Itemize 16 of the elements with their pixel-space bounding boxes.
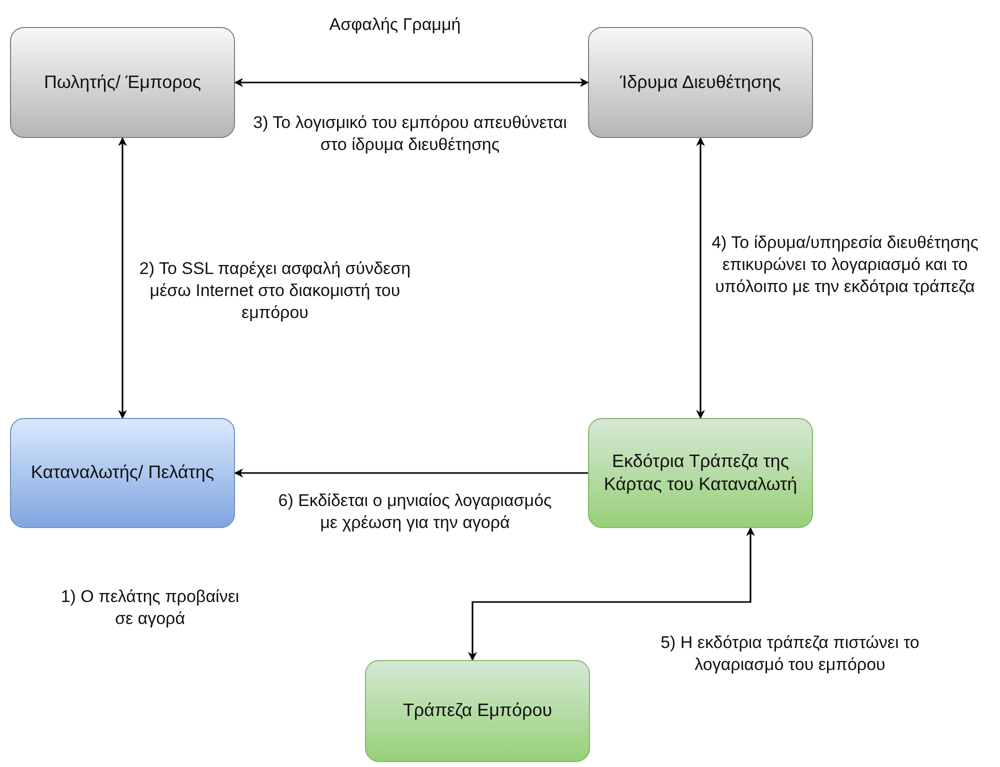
connection-label: Ασφαλής Γραμμή <box>328 14 462 36</box>
process-box: Καταναλωτής/ Πελάτης <box>10 418 235 528</box>
arrow <box>234 78 589 87</box>
step-note: 4) Το ίδρυμα/υπηρεσία διευθέτησης επικυρώνει το λογαριασμό και το υπόλοιπο με την εκδότρια τράπεζα <box>710 232 980 298</box>
arrow <box>696 137 705 419</box>
step-note: 2) Το SSL παρέχει ασφαλή σύνδεση μέσω Internet στο διακομιστή του εμπόρου <box>138 258 412 324</box>
process-box: Ίδρυμα Διευθέτησης <box>588 27 813 138</box>
process-box: Τράπεζα Εμπόρου <box>365 660 590 762</box>
arrow <box>118 137 127 419</box>
process-box: Πωλητής/ Έμπορος <box>10 27 235 138</box>
step-note: 3) Το λογισμικό του εμπόρου απευθύνεται στο ίδρυμα διευθέτησης <box>252 112 568 156</box>
step-note: 5) Η εκδότρια τράπεζα πιστώνει το λογαριασμό του εμπόρου <box>660 632 920 676</box>
step-note: 1) Ο πελάτης προβαίνει σε αγορά <box>60 586 240 630</box>
arrow <box>234 468 588 478</box>
step-note: 6) Εκδίδεται ο μηνιαίος λογαριασμός με χρέωση για την αγορά <box>277 490 553 534</box>
process-box: Εκδότρια Τράπεζα της Κάρτας του Καταναλωτή <box>588 418 813 528</box>
